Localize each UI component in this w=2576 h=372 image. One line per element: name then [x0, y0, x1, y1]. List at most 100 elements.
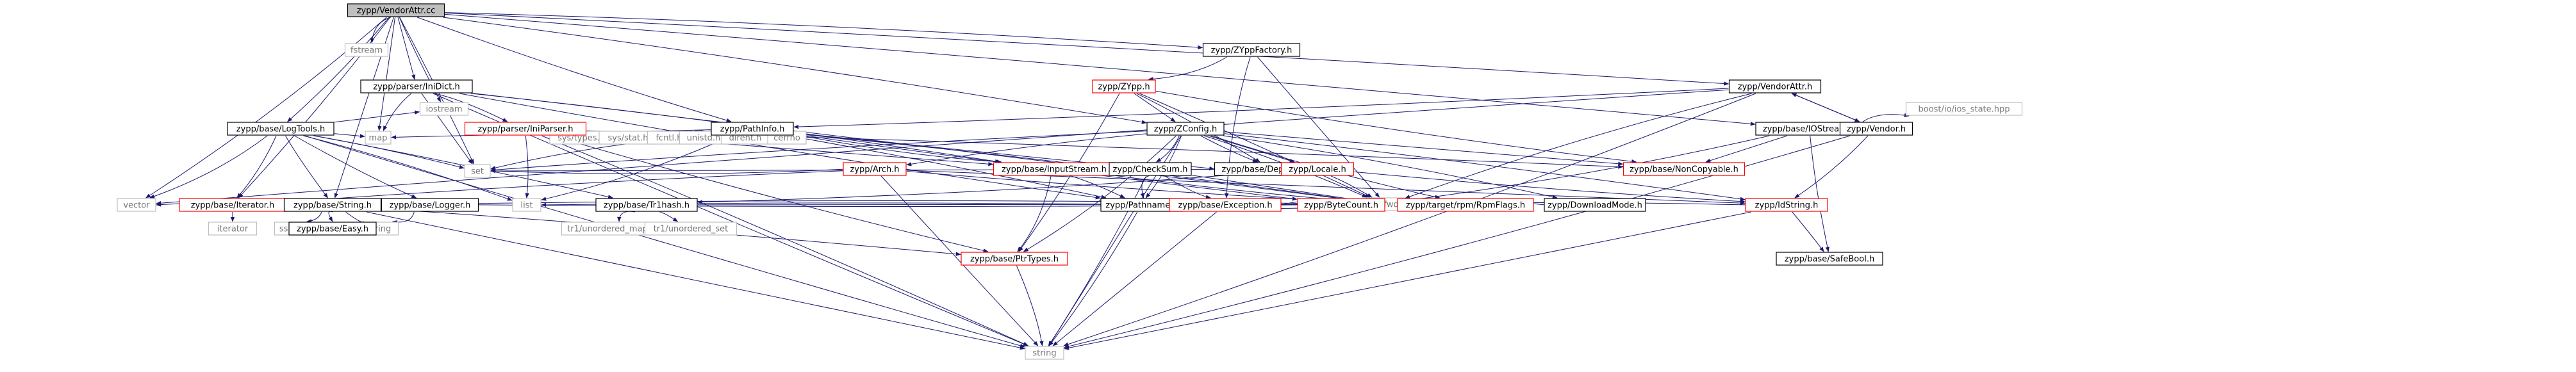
edge-pathinfo-to-list: [541, 135, 732, 201]
node-label: zypp/ZYpp.h: [1098, 83, 1150, 92]
edge-iniDict-to-iosfwd: [472, 93, 1366, 204]
node-bytecount[interactable]: zypp/ByteCount.h: [1297, 198, 1385, 212]
node-noncopyable[interactable]: zypp/base/NonCopyable.h: [1622, 162, 1746, 176]
edge-vendorattr-cc-to-pathinfo: [417, 17, 732, 123]
node-label: sys/types.h: [557, 134, 605, 143]
node-box: [843, 162, 907, 176]
node-easy[interactable]: zypp/base/Easy.h: [288, 222, 377, 236]
edge-trihash-to-tr1-umap: [617, 211, 635, 222]
edge-zypp-h-to-noncopyable: [1155, 90, 1637, 164]
edge-iostream-base-to-iosfwd: [1405, 135, 1770, 202]
node-logtools[interactable]: zypp/base/LogTools.h: [227, 122, 334, 136]
edge-string-h-to-string: [366, 211, 1025, 350]
node-label: zypp/base/NonCopyable.h: [1630, 165, 1738, 175]
node-boost-io: boost/io/ios_state.hpp: [1905, 102, 2023, 116]
node-label: zypp/PathInfo.h: [720, 125, 785, 134]
nodes-layer: zypp/VendorAttr.ccfstreamiostreammapsetv…: [117, 3, 2023, 360]
node-iostream: iostream: [419, 102, 469, 116]
edge-trihash-to-tr1-uset: [659, 211, 679, 222]
node-checksum[interactable]: zypp/CheckSum.h: [1109, 162, 1192, 176]
node-label: zypp/base/Logger.h: [390, 201, 471, 211]
node-downloadmode[interactable]: zypp/DownloadMode.h: [1544, 198, 1646, 212]
node-box: [381, 198, 479, 212]
edge-string-h-to-easy: [328, 211, 333, 222]
edge-string-h-to-cstring: [345, 211, 364, 227]
node-ptrtypes[interactable]: zypp/base/PtrTypes.h: [961, 252, 1068, 266]
edge-checksum-to-iosfwd: [1191, 175, 1366, 203]
node-label: boost/io/ios_state.hpp: [1919, 105, 2010, 115]
node-label: zypp/parser/IniDict.h: [373, 83, 459, 92]
node-box: [1397, 198, 1534, 212]
edge-arch-to-string: [880, 175, 1039, 346]
edge-pathinfo-to-inputstream: [793, 134, 1002, 164]
node-vendorattr-h[interactable]: zypp/VendorAttr.h: [1728, 79, 1822, 93]
edge-logger-to-cstring: [392, 211, 415, 225]
node-label: unistd.h: [687, 134, 721, 143]
node-label: zypp/base/SafeBool.h: [1785, 255, 1874, 264]
edge-logtools-to-vector: [149, 135, 268, 198]
node-string: string: [1025, 346, 1064, 360]
node-box: [644, 222, 738, 236]
edge-string-h-to-sstream: [306, 211, 322, 223]
node-label: zypp/base/Easy.h: [297, 225, 368, 234]
node-label: fstream: [351, 46, 383, 56]
node-set: set: [464, 164, 491, 178]
node-safebool[interactable]: zypp/base/SafeBool.h: [1776, 252, 1883, 266]
node-box: [1280, 162, 1355, 176]
node-inputstream[interactable]: zypp/base/InputStream.h: [993, 162, 1116, 176]
node-box: [1544, 198, 1646, 212]
edge-vendorattr-cc-to-iterator-h: [238, 17, 391, 198]
edge-zyppfactory-to-zypp-h: [1148, 56, 1227, 81]
node-label: tr1/unordered_set: [654, 225, 729, 234]
node-box: [344, 43, 389, 57]
node-label: tr1/unordered_map: [567, 225, 648, 234]
edge-zconfig-to-set: [490, 131, 1147, 172]
node-rpmflags[interactable]: zypp/target/rpm/RpmFlags.h: [1397, 198, 1534, 212]
node-label: set: [471, 167, 484, 177]
edge-vendorattr-cc-to-string-h: [334, 17, 394, 198]
edge-logtools-to-iterator-h: [236, 135, 277, 198]
node-box: [227, 122, 334, 136]
edge-logtools-to-string-h: [285, 135, 328, 198]
node-label: zypp/ZYppFactory.h: [1211, 46, 1292, 56]
node-iostream-base[interactable]: zypp/base/IOStream.h: [1755, 122, 1863, 136]
node-box: [1025, 346, 1064, 360]
edge-vendorattr-h-to-pathinfo: [793, 88, 1729, 129]
node-label: zypp/VendorAttr.h: [1738, 83, 1812, 92]
node-pathinfo[interactable]: zypp/PathInfo.h: [711, 122, 794, 136]
node-tr1-umap: tr1/unordered_map: [561, 222, 654, 236]
node-label: zypp/base/Exception.h: [1178, 201, 1272, 211]
node-exception[interactable]: zypp/base/Exception.h: [1169, 198, 1282, 212]
edge-zconfig-to-locale: [1208, 135, 1295, 163]
node-trihash[interactable]: zypp/base/Tr1hash.h: [595, 198, 698, 212]
node-iniParser[interactable]: zypp/parser/IniParser.h: [464, 122, 587, 136]
node-box: [1728, 79, 1822, 93]
node-iniDict[interactable]: zypp/parser/IniDict.h: [360, 79, 473, 93]
node-zconfig[interactable]: zypp/ZConfig.h: [1146, 122, 1225, 136]
edge-iniParser-to-ptrtypes: [552, 135, 989, 253]
node-vendor-h[interactable]: zypp/Vendor.h: [1839, 122, 1913, 136]
edge-zconfig-to-arch: [906, 133, 1147, 166]
edge-logtools-to-iostream: [334, 110, 420, 123]
node-zypp-h[interactable]: zypp/ZYpp.h: [1092, 79, 1156, 93]
node-label: zypp/Pathname.h: [1105, 201, 1178, 211]
edge-locale-to-trihash: [697, 170, 1281, 204]
edge-vendor-h-to-vendorattr-h: [1791, 93, 1860, 122]
node-logger[interactable]: zypp/base/Logger.h: [381, 198, 479, 212]
node-iterator-h[interactable]: zypp/base/Iterator.h: [179, 198, 286, 212]
node-zyppfactory[interactable]: zypp/ZYppFactory.h: [1202, 43, 1301, 57]
edge-inputstream-to-pathname: [1071, 175, 1125, 198]
edge-vendor-h-to-idstring: [1794, 135, 1869, 198]
node-arch[interactable]: zypp/Arch.h: [843, 162, 907, 176]
edge-zconfig-to-ptrtypes: [1023, 135, 1177, 252]
edge-zypp-h-to-iosfwd: [1139, 93, 1371, 198]
node-map: map: [365, 131, 392, 145]
edge-arch-to-set: [490, 168, 843, 175]
node-string-h[interactable]: zypp/base/String.h: [283, 198, 382, 212]
node-box: [347, 3, 445, 17]
edge-iniParser-to-list: [525, 135, 529, 198]
node-box: [283, 198, 382, 212]
node-idstring[interactable]: zypp/IdString.h: [1745, 198, 1828, 212]
node-locale[interactable]: zypp/Locale.h: [1280, 162, 1355, 176]
edge-idstring-to-safebool: [1792, 211, 1824, 252]
